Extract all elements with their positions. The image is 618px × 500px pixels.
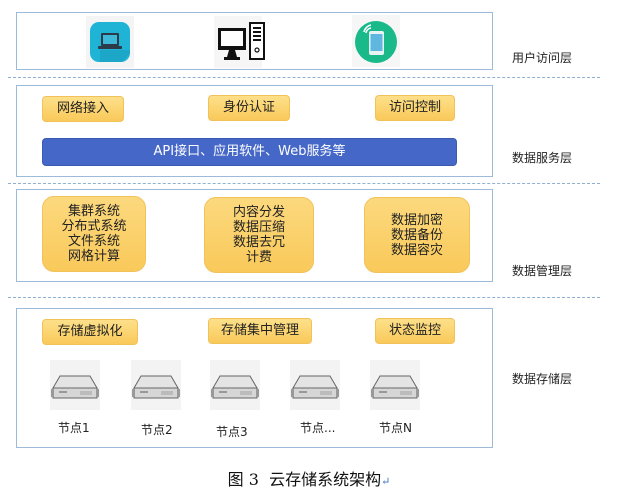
layer-label-data-storage: 数据存储层 (512, 372, 573, 386)
group-item: 数据压缩 (232, 220, 285, 235)
server-icon (290, 360, 340, 410)
laptop-icon (86, 16, 134, 68)
caption-text: 图 3 云存储系统架构 (227, 470, 382, 489)
server-icon (50, 360, 100, 410)
layer-label-data-management: 数据管理层 (512, 264, 573, 278)
group-item: 分布式系统 (61, 219, 127, 234)
group-item: 文件系统 (67, 234, 120, 249)
layer-divider (8, 297, 600, 298)
figure-caption: 图 3 云存储系统架构↵ (0, 466, 618, 490)
group-item: 数据加密 (390, 212, 443, 228)
node-label: 节点N (379, 421, 412, 435)
group-data-protection: 数据加密 数据备份 数据容灾 (364, 197, 470, 273)
smartphone-wireless-icon (352, 15, 400, 67)
layer-divider (8, 183, 600, 184)
group-content-processing: 内容分发 数据压缩 数据去冗 计费 (204, 197, 314, 273)
group-item: 内容分发 (232, 205, 285, 220)
group-item: 集群系统 (67, 204, 120, 219)
node-label: 节点2 (141, 423, 173, 437)
server-icon (131, 360, 181, 410)
server-icon (210, 360, 260, 410)
api-services-bar: API接口、应用软件、Web服务等 (42, 138, 457, 166)
group-cluster-systems: 集群系统 分布式系统 文件系统 网格计算 (42, 196, 146, 272)
layer-label-data-service: 数据服务层 (512, 151, 573, 165)
chip-identity-auth: 身份认证 (208, 95, 290, 121)
group-item: 数据容灾 (390, 242, 443, 258)
desktop-computer-icon (214, 16, 265, 68)
group-item: 网格计算 (67, 249, 120, 264)
chip-access-control: 访问控制 (375, 95, 455, 121)
chip-network-access: 网络接入 (42, 96, 124, 122)
group-item: 计费 (245, 250, 272, 265)
paragraph-mark-icon: ↵ (381, 475, 391, 488)
group-item: 数据备份 (390, 227, 443, 243)
layer-label-user-access: 用户访问层 (512, 51, 573, 65)
chip-centralized-storage-mgmt: 存储集中管理 (208, 318, 312, 344)
chip-storage-virtualization: 存储虚拟化 (42, 319, 138, 345)
server-icon (370, 360, 420, 410)
node-label: 节点1 (58, 421, 90, 435)
chip-status-monitoring: 状态监控 (375, 318, 455, 344)
layer-divider (8, 77, 600, 78)
node-label: 节点... (300, 421, 336, 435)
node-label: 节点3 (216, 425, 248, 439)
group-item: 数据去冗 (232, 235, 285, 250)
